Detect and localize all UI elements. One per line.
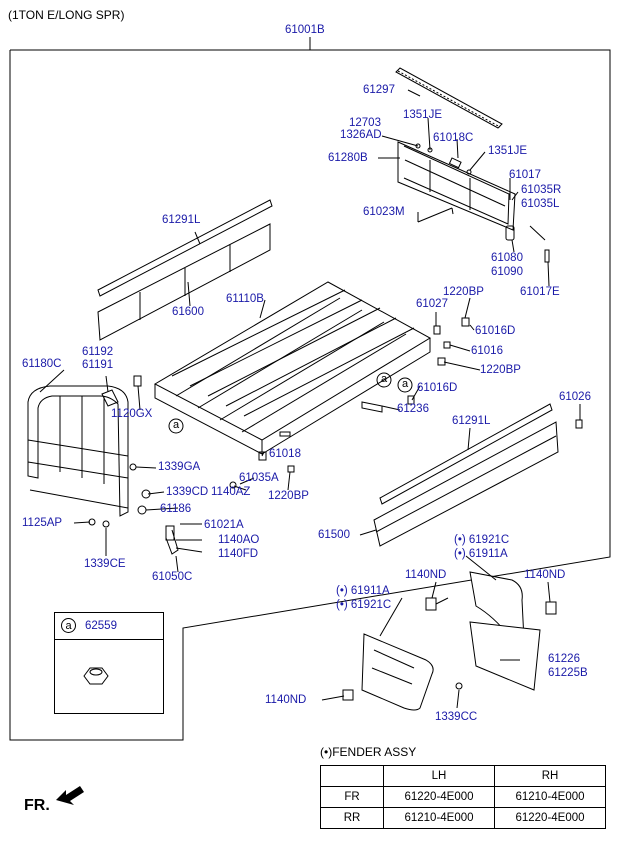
label-1339CD: 1339CD [166,486,209,498]
label-61017: 61017 [509,169,541,181]
label-1351JE-top: 1351JE [403,109,443,121]
label-61026: 61026 [559,391,591,403]
label-61186: 61186 [160,503,192,515]
table-header-cell [320,765,384,787]
table-row: RR 61210-4E000 61220-4E000 [320,807,606,829]
table-header-cell: RH [494,765,606,787]
callout-a-2: a [381,373,388,385]
label-1351JE-right: 1351JE [488,145,528,157]
label-1339GA: 1339GA [158,461,201,473]
table-header-cell: LH [383,765,495,787]
inset-callout: a [61,618,76,633]
table-cell: FR [320,786,384,808]
bolt-1140ND-left [425,597,449,611]
callout-a-3: a [402,378,409,390]
label-1140AZ: 1140AZ [211,486,251,498]
table-row: FR 61220-4E000 61210-4E000 [320,786,606,808]
nut-62559 [83,667,109,685]
table-cell: 61210-4E000 [494,786,606,808]
inset-header: a 62559 [55,613,163,640]
mud-flap [469,621,541,691]
label-61016D-bottom: 61016D [417,382,458,394]
label-61911A-left: (•) 61911A [336,585,390,597]
label-61018C: 61018C [433,132,474,144]
label-61090: 61090 [491,266,523,278]
table-row: LH RH [320,765,606,787]
label-61035L: 61035L [521,198,560,210]
label-61017E: 61017E [520,286,560,298]
side-gate-rh-61500 [373,403,559,547]
table-cell: 61210-4E000 [383,807,495,829]
label-61236: 61236 [397,403,429,415]
label-61192: 61192 [82,346,114,358]
label-12703: 12703 [349,117,381,129]
table-cell: 61220-4E000 [494,807,606,829]
table-cell: 61220-4E000 [383,786,495,808]
label-61050C: 61050C [152,571,193,583]
label-1339CC: 1339CC [435,711,478,723]
label-61016: 61016 [471,345,503,357]
label-61180C: 61180C [22,358,62,370]
floor-61110B [153,281,431,455]
label-61921C-right: (•) 61921C [454,534,510,546]
front-gate-61180C [27,385,129,517]
label-61035A: 61035A [239,472,279,484]
label-62559: 62559 [85,620,117,632]
top-rail-61297 [395,67,503,129]
label-1220BP-bottom: 1220BP [268,490,309,502]
label-61291L-top: 61291L [162,214,201,226]
label-1140ND-right: 1140ND [524,569,566,581]
tailgate-61280B [397,141,516,231]
label-1140ND-bottom: 1140ND [265,694,307,706]
table-cell: RR [320,807,384,829]
label-61226: 61226 [548,653,580,665]
label-61016D-top: 61016D [475,325,516,337]
front-marker: FR. [24,797,50,814]
label-1339CE: 1339CE [84,558,126,570]
label-61023M: 61023M [363,206,405,218]
label-61500: 61500 [318,529,350,541]
fender-caption: (•)FENDER ASSY [320,745,417,759]
label-1220BP-top: 1220BP [443,286,484,298]
label-1220BP-mid: 1220BP [480,364,521,376]
label-1326AD: 1326AD [340,129,382,141]
label-1140AO: 1140AO [218,534,260,546]
label-61291L-bottom: 61291L [452,415,491,427]
label-61921C-left: (•) 61921C [336,599,392,611]
side-gate-lh-61600 [97,199,273,341]
label-61027: 61027 [416,298,448,310]
label-61280B: 61280B [328,152,368,164]
label-61018: 61018 [269,448,301,460]
label-1125AP: 1125AP [22,517,63,529]
label-61001B: 61001B [285,24,325,36]
front-fender [361,633,434,711]
fender-table: LH RH FR 61220-4E000 61210-4E000 RR 6121… [320,765,606,829]
callout-a-1: a [173,419,180,431]
label-61225B: 61225B [548,667,588,679]
label-1140FD: 1140FD [218,548,259,560]
label-1120GX: 1120GX [111,408,153,420]
label-1140ND-left: 1140ND [405,569,447,581]
label-61080: 61080 [491,252,523,264]
label-61191: 61191 [82,359,114,371]
label-61035R: 61035R [521,184,562,196]
inset-62559: a 62559 [54,612,164,714]
label-61600: 61600 [172,306,204,318]
front-arrow [56,786,84,805]
bolt-1140ND-bottom [342,689,354,701]
label-61021A: 61021A [204,519,244,531]
diagram-title: (1TON E/LONG SPR) [8,8,125,22]
bolt-1140ND-right [545,601,557,615]
label-61297: 61297 [363,84,395,96]
label-61911A-right: (•) 61911A [454,548,508,560]
label-61110B: 61110B [226,293,264,305]
